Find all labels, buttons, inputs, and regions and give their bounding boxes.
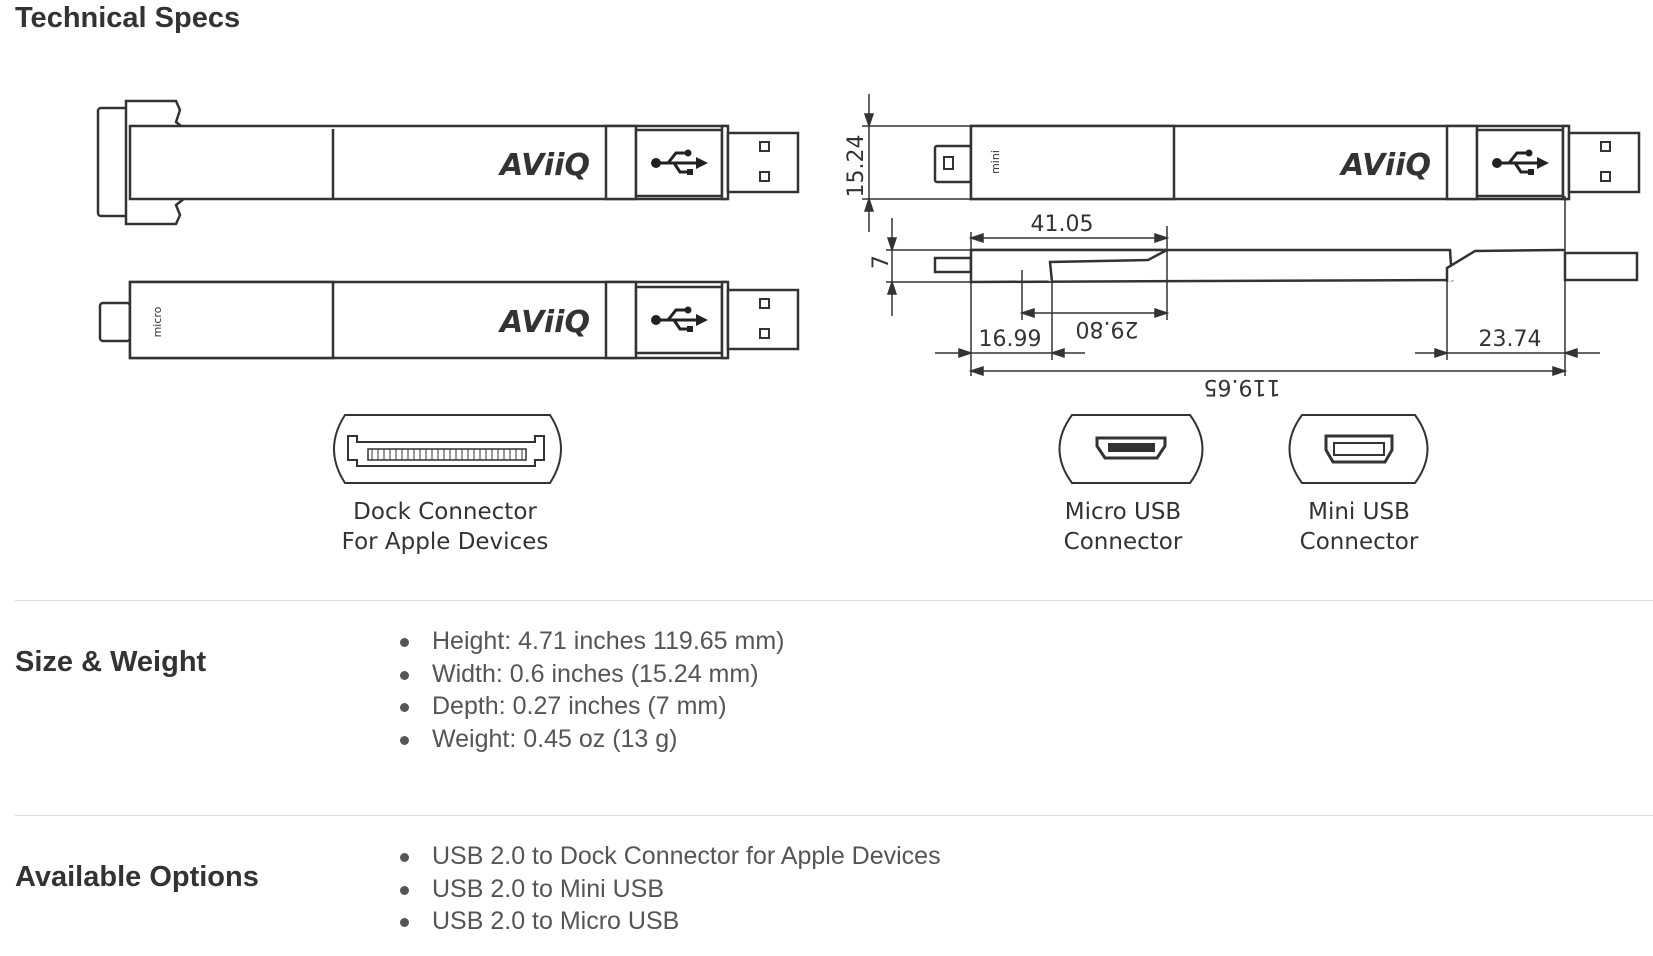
dock-connector-illustration (333, 414, 562, 484)
micro-tip-label: micro (151, 306, 164, 337)
dim-depth-label: 7 (869, 255, 894, 269)
micro-device-drawing (98, 280, 800, 360)
mini-usb-caption-2: Connector (1300, 529, 1419, 555)
size-weight-heading: Size & Weight (15, 646, 207, 678)
micro-usb-caption-1: Micro USB (1065, 499, 1181, 525)
list-item: Depth: 0.27 inches (7 mm) (400, 690, 785, 723)
micro-usb-caption-2: Connector (1064, 529, 1183, 555)
brand-logo-3: AViiQ (1339, 148, 1431, 183)
list-item: Height: 4.71 inches 119.65 mm) (400, 625, 785, 658)
page-title: Technical Specs (15, 2, 241, 34)
mini-tip-label: mini (989, 150, 1002, 174)
list-item: USB 2.0 to Micro USB (400, 905, 941, 938)
dim-height-label: 15.24 (844, 135, 869, 198)
available-options-heading: Available Options (15, 861, 259, 893)
list-item: Width: 0.6 inches (15.24 mm) (400, 658, 785, 691)
dock-connector-caption-2: For Apple Devices (342, 529, 549, 555)
list-item: USB 2.0 to Dock Connector for Apple Devi… (400, 840, 941, 873)
mini-usb-caption-1: Mini USB (1308, 499, 1410, 525)
dim-23-label: 23.74 (1479, 327, 1542, 352)
mini-usb-connector-illustration (1288, 414, 1429, 484)
dock-connector-caption-1: Dock Connector (353, 499, 537, 525)
side-profile-drawing (933, 248, 1639, 284)
section-divider (15, 815, 1653, 816)
dimension-lines (862, 94, 1600, 377)
brand-logo-1: AViiQ (498, 148, 590, 183)
size-weight-list: Height: 4.71 inches 119.65 mm) Width: 0.… (400, 625, 785, 755)
dim-length-label: 119.65 (1204, 374, 1281, 399)
mini-device-drawing (933, 124, 1641, 201)
list-item: Weight: 0.45 oz (13 g) (400, 723, 785, 756)
dim-41-label: 41.05 (1031, 212, 1094, 237)
micro-usb-connector-illustration (1058, 414, 1204, 484)
section-divider (15, 600, 1653, 601)
technical-drawing: AViiQ micro AViiQ mini AViiQ (96, 94, 1641, 555)
available-options-list: USB 2.0 to Dock Connector for Apple Devi… (400, 840, 941, 938)
dim-29-label: 29.80 (1076, 316, 1139, 341)
list-item: USB 2.0 to Mini USB (400, 873, 941, 906)
dim-16-label: 16.99 (979, 327, 1042, 352)
brand-logo-2: AViiQ (498, 305, 590, 340)
